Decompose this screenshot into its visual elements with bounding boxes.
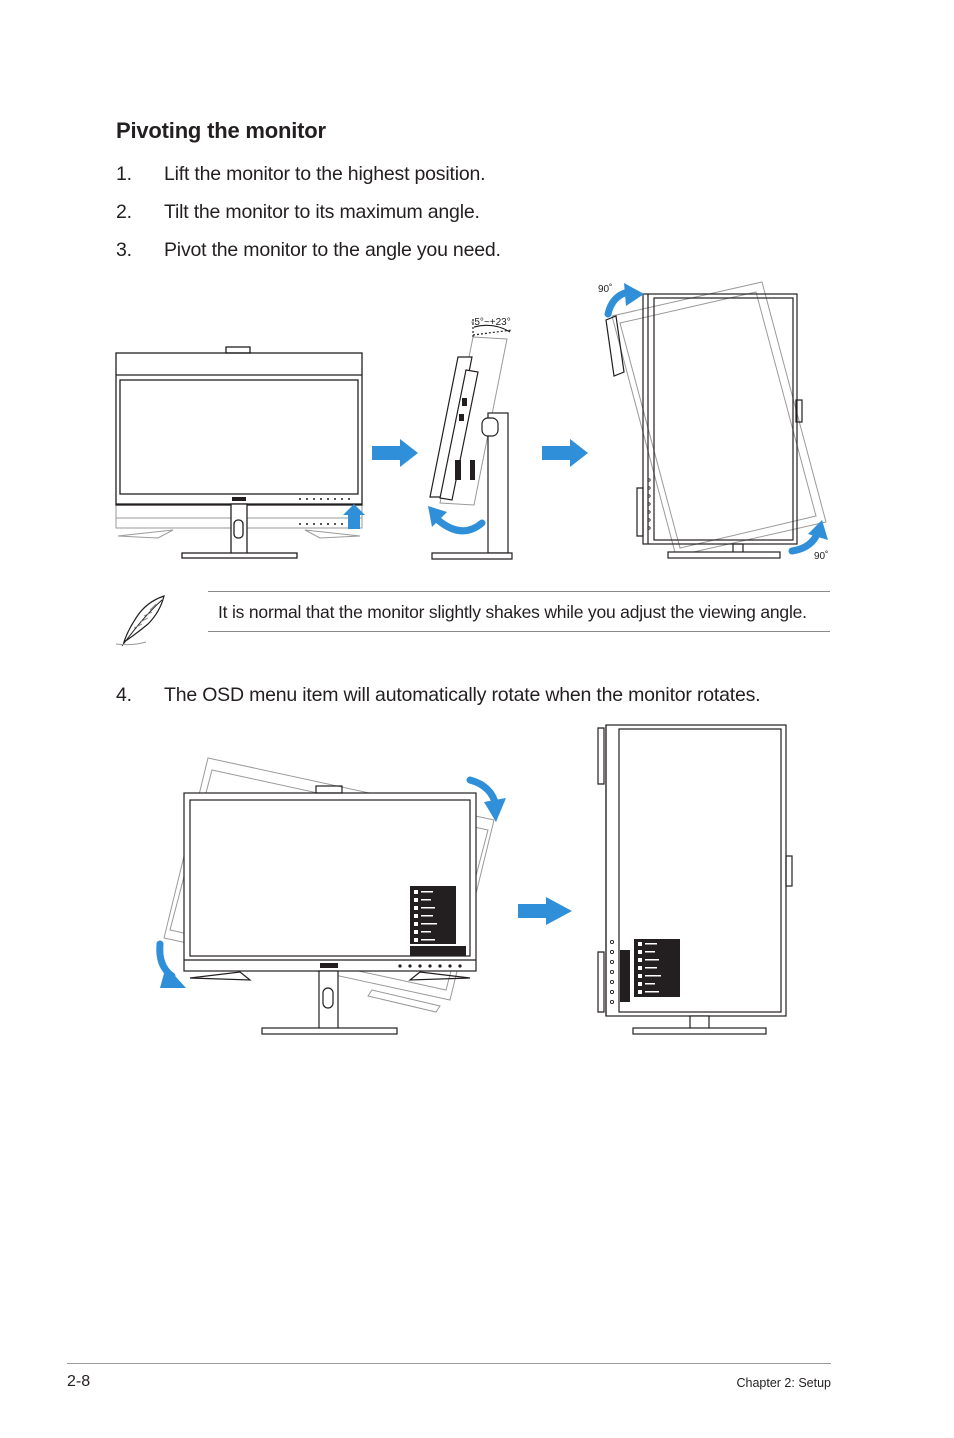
feather-note-icon xyxy=(115,595,165,647)
step-text: Tilt the monitor to its maximum angle. xyxy=(164,201,480,223)
monitor-portrait xyxy=(597,724,793,1035)
step-number: 1. xyxy=(116,163,132,185)
monitor-side-tilted xyxy=(429,318,513,560)
tilt-arrow-icon xyxy=(434,516,486,535)
pivot-angle-label-top: 90˚ xyxy=(598,283,612,295)
chapter-label: Chapter 2: Setup xyxy=(736,1376,831,1390)
section-title: Pivoting the monitor xyxy=(116,118,326,143)
figure-osd-rotation xyxy=(156,724,793,1035)
note-rule-bottom xyxy=(208,631,830,632)
pivot-angle-label-bottom: 90˚ xyxy=(814,550,828,562)
step-number: 2. xyxy=(116,201,132,223)
monitor-front-lifted xyxy=(115,346,363,559)
footer-rule xyxy=(67,1363,831,1364)
step-text: Pivot the monitor to the angle you need. xyxy=(164,239,501,261)
step-number: 4. xyxy=(116,684,132,706)
right-arrow-icon xyxy=(542,439,588,467)
figure-lift-tilt-pivot: -5°~+23° 90˚ 90˚ xyxy=(115,281,828,562)
note-rule-top xyxy=(208,591,830,592)
note-text: It is normal that the monitor slightly s… xyxy=(218,602,807,622)
lift-arrow-icon xyxy=(343,504,365,529)
page-number: 2-8 xyxy=(67,1373,91,1390)
step-text: The OSD menu item will automatically rot… xyxy=(164,684,761,706)
right-arrow-icon xyxy=(372,439,418,467)
monitor-landscape-rotating xyxy=(163,757,495,1035)
step-text: Lift the monitor to the highest position… xyxy=(164,163,486,185)
right-arrow-icon xyxy=(518,897,572,925)
step-number: 3. xyxy=(116,239,132,261)
tilt-angle-label: -5°~+23° xyxy=(471,317,511,328)
pivot-arrow-top-icon xyxy=(604,288,632,318)
monitor-pivot xyxy=(605,281,827,559)
